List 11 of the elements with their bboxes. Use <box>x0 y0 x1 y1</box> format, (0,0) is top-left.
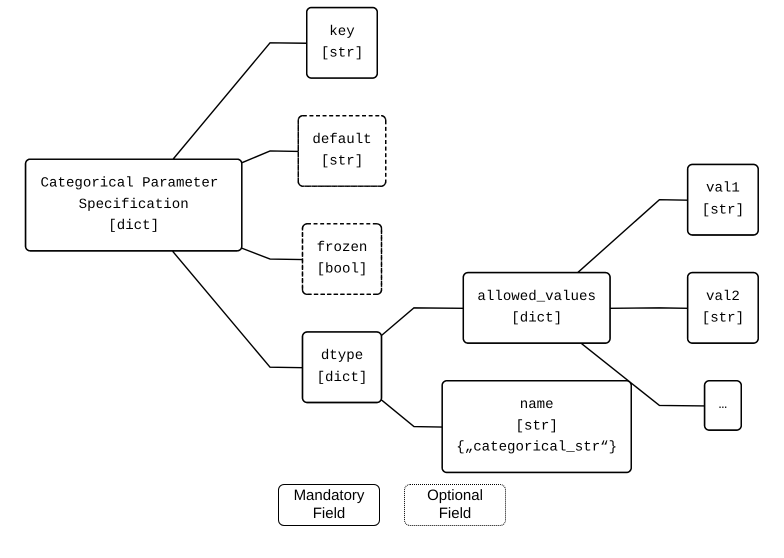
connector <box>172 42 308 160</box>
connector <box>381 307 464 336</box>
connector <box>576 199 688 274</box>
connector <box>610 307 688 310</box>
connector <box>242 150 299 164</box>
connector <box>242 248 304 260</box>
connector <box>581 343 706 407</box>
legend-entry: Optional Field <box>404 484 506 526</box>
legend-entry: Mandatory Field <box>278 484 380 526</box>
connector <box>172 250 304 368</box>
connector <box>381 400 443 428</box>
